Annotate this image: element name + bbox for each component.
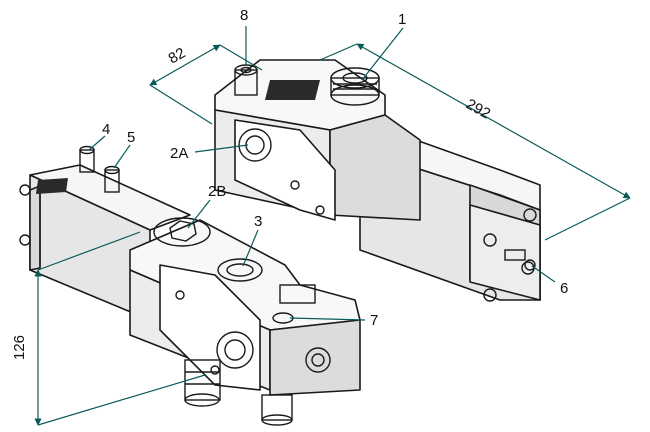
dimension-126-label: 126 [11,335,28,360]
callout-2b: 2B [187,183,226,229]
callout-4: 4 [88,121,110,151]
callout-5: 5 [113,129,135,169]
callout-6-label: 6 [560,280,568,297]
callout-8-label: 8 [240,7,248,24]
callout-2a-label: 2A [170,145,188,162]
callout-3-label: 3 [254,213,262,230]
dimension-126: 126 [11,231,206,426]
callout-1: 1 [361,11,406,81]
callout-8: 8 [240,7,248,65]
callout-7: 7 [289,312,378,329]
dimension-82: 82 [149,44,263,125]
callout-2a: 2A [170,144,249,162]
callout-1-label: 1 [398,11,406,28]
callout-5-label: 5 [127,129,135,146]
callout-4-label: 4 [102,121,110,138]
front-valve-unit [19,145,361,426]
callout-2b-label: 2B [208,183,226,200]
callout-6: 6 [531,265,568,297]
callout-7-label: 7 [370,312,378,329]
callout-3: 3 [242,213,262,267]
dimension-82-label: 82 [166,44,189,67]
